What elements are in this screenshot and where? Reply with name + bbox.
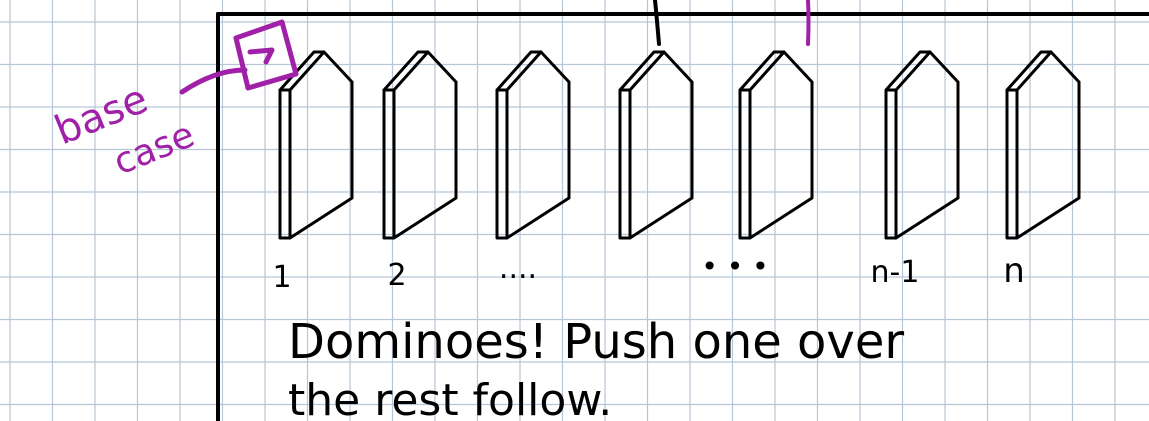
caption-line-1: Dominoes! Push one over: [288, 314, 904, 370]
domino: [618, 50, 694, 240]
caption: Dominoes! Push one over the rest follow.: [288, 314, 904, 421]
domino: [738, 50, 814, 240]
base-case-arrow-box: [233, 19, 299, 91]
caption-line-2: the rest follow.: [288, 375, 612, 421]
domino: [278, 50, 354, 240]
top-purple-mark: [806, 0, 811, 46]
domino: [382, 50, 458, 240]
domino-row: [278, 50, 1081, 240]
domino-label-ellipsis: ....: [499, 251, 537, 286]
domino-labels: 1 2 .... • • • n-1 n: [272, 250, 1024, 295]
base-case-arrow: [179, 67, 248, 95]
domino-label-n-minus-1: n-1: [871, 255, 920, 290]
domino-label-dots: • • •: [701, 250, 768, 283]
domino-label-1: 1: [272, 260, 291, 295]
base-case-annotation: base case: [49, 19, 299, 183]
diagram-frame: [216, 12, 1149, 421]
domino: [495, 50, 571, 240]
domino: [884, 50, 960, 240]
domino-label-2: 2: [387, 258, 406, 293]
domino: [1005, 50, 1081, 240]
domino-label-n: n: [1003, 251, 1025, 291]
top-ink-marks: [653, 0, 661, 46]
